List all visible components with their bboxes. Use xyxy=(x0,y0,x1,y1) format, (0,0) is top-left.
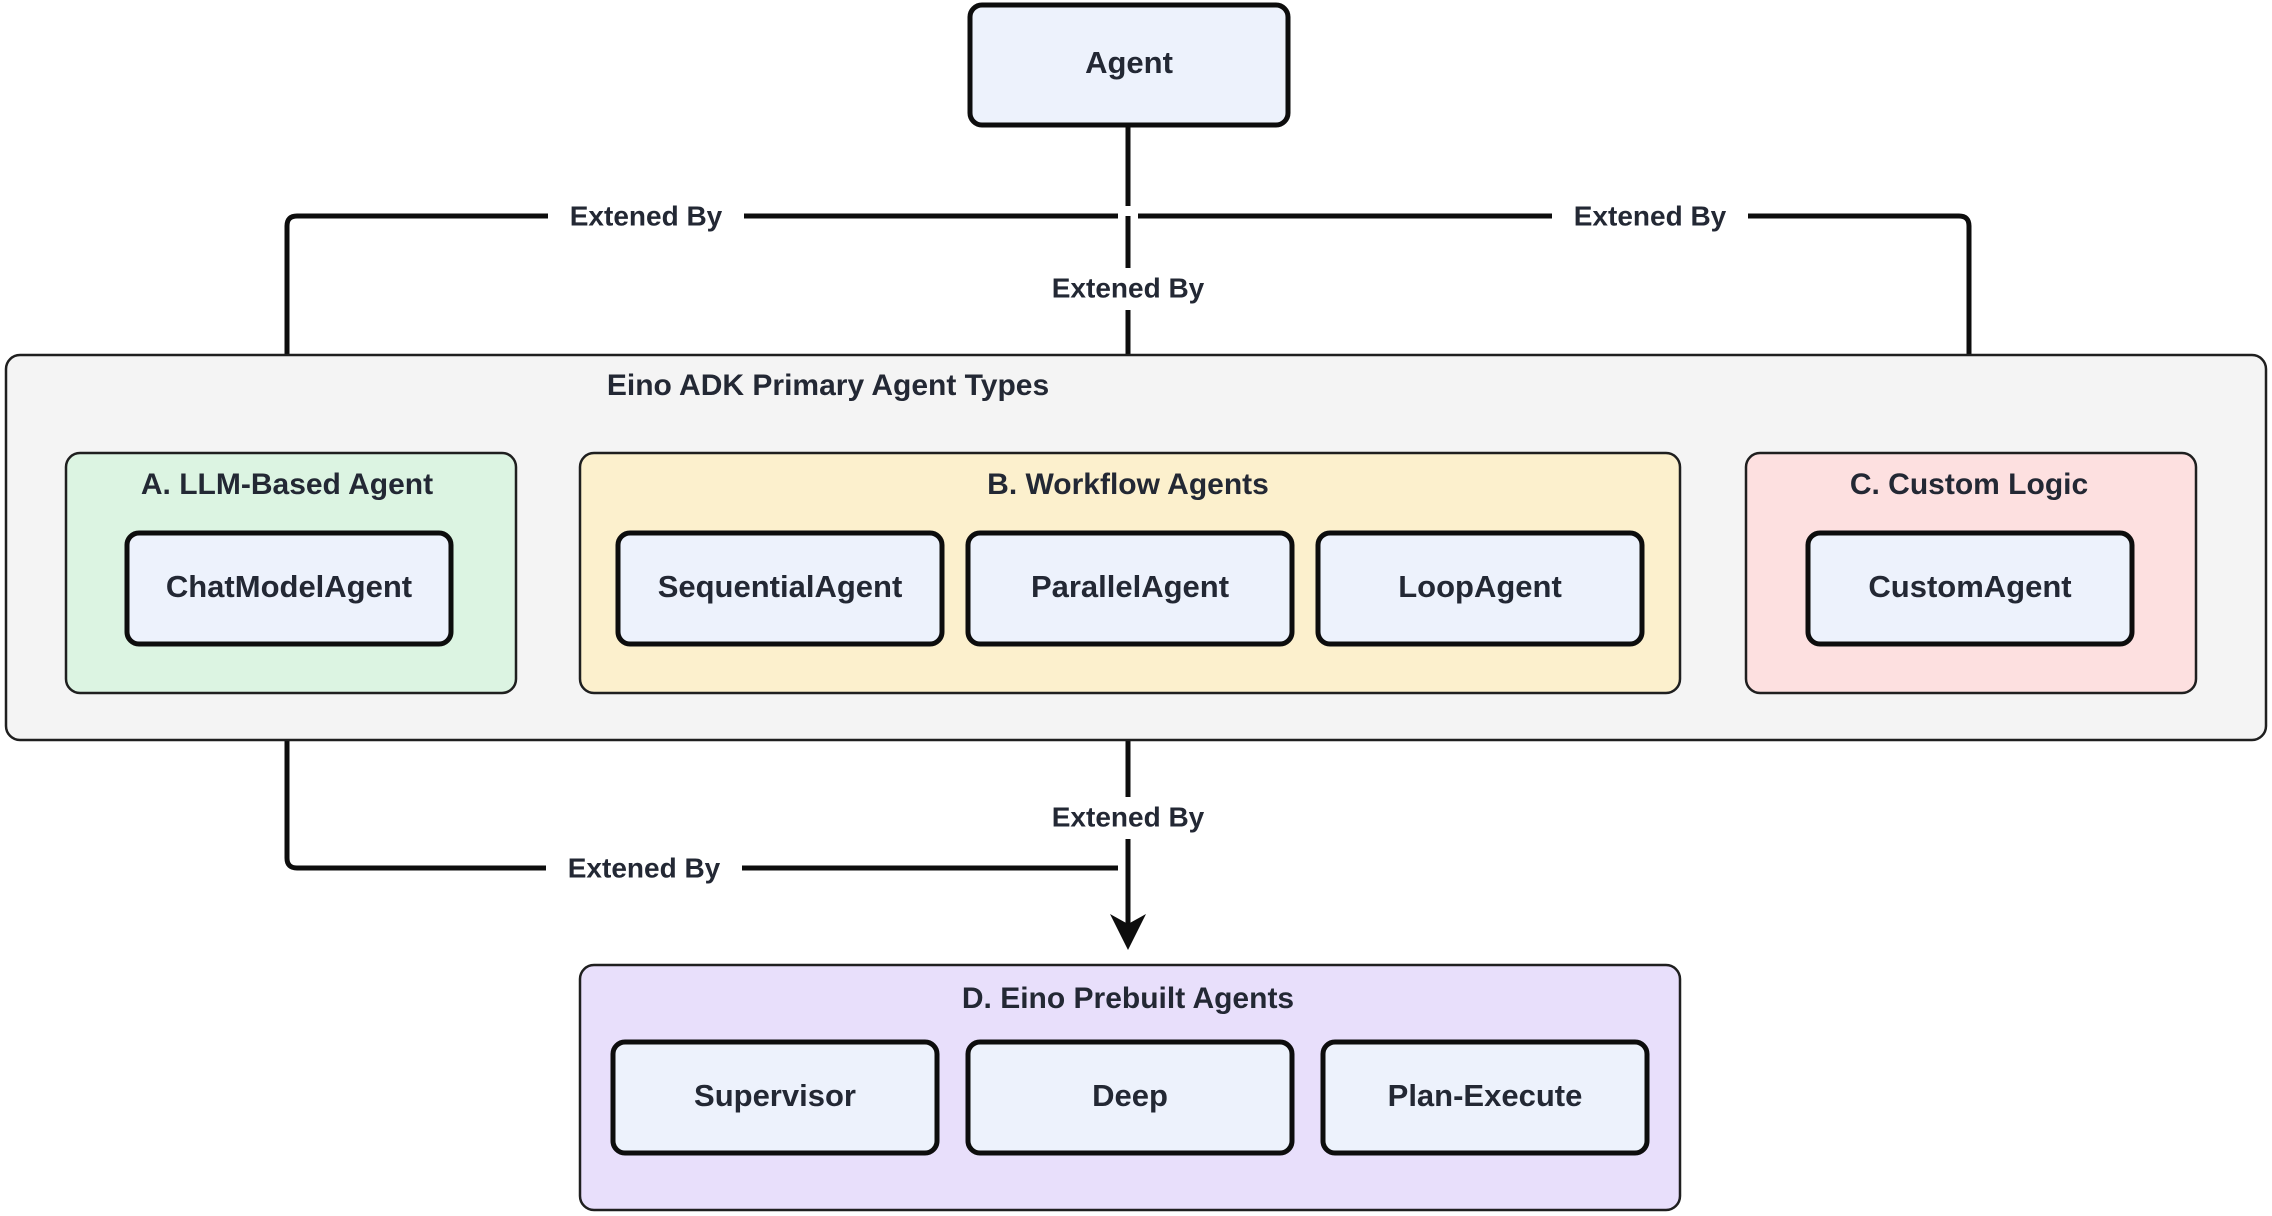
node-deep[interactable]: Deep xyxy=(965,1039,1295,1156)
node-plan-execute-rect[interactable] xyxy=(1320,1039,1650,1156)
cluster-primary-agent-types: Eino ADK Primary Agent Types A. LLM-Base… xyxy=(4,353,2268,742)
node-sequential-agent[interactable]: SequentialAgent xyxy=(615,530,945,647)
node-plan-execute[interactable]: Plan-Execute xyxy=(1320,1039,1650,1156)
node-agent-label: Agent xyxy=(1085,45,1173,80)
node-chat-model-agent-label: ChatModelAgent xyxy=(166,569,412,604)
node-plan-execute-label: Plan-Execute xyxy=(1388,1078,1583,1113)
node-loop-agent-rect[interactable] xyxy=(1315,530,1645,647)
edge-label-agent-to-custom: Extened By xyxy=(1574,200,1727,231)
node-loop-agent[interactable]: LoopAgent xyxy=(1315,530,1645,647)
node-deep-rect[interactable] xyxy=(965,1039,1295,1156)
node-agent-rect[interactable] xyxy=(967,2,1291,128)
node-supervisor-rect[interactable] xyxy=(610,1039,940,1156)
node-custom-agent-label: CustomAgent xyxy=(1868,569,2071,604)
cluster-workflow-label: B. Workflow Agents xyxy=(987,468,1269,501)
node-loop-agent-label: LoopAgent xyxy=(1398,569,1562,604)
edge-label-llm-to-prebuilt: Extened By xyxy=(568,852,721,883)
node-parallel-agent-rect[interactable] xyxy=(965,530,1295,647)
node-custom-agent[interactable]: CustomAgent xyxy=(1805,530,2135,647)
node-parallel-agent[interactable]: ParallelAgent xyxy=(965,530,1295,647)
cluster-llm-based-agent: A. LLM-Based Agent ChatModelAgent xyxy=(64,451,518,695)
node-supervisor[interactable]: Supervisor xyxy=(610,1039,940,1156)
cluster-llm-based-label: A. LLM-Based Agent xyxy=(141,468,433,501)
edge-labels-layer: Extened By Extened By Extened By Extened… xyxy=(546,196,1748,890)
node-chat-model-agent[interactable]: ChatModelAgent xyxy=(124,530,454,647)
edge-label-agent-to-workflow: Extened By xyxy=(1052,272,1205,303)
arrowhead-to-prebuilt xyxy=(1110,914,1146,950)
cluster-primary-label: Eino ADK Primary Agent Types xyxy=(607,369,1049,402)
edge-label-bg-agent-to-llm xyxy=(548,196,744,238)
edge-label-workflow-to-prebuilt: Extened By xyxy=(1052,801,1205,832)
edge-llm-based-to-prebuilt xyxy=(284,693,1118,871)
edge-label-bg-llm-to-prebuilt xyxy=(546,848,742,890)
node-deep-label: Deep xyxy=(1092,1078,1168,1113)
cluster-workflow-agents: B. Workflow Agents SequentialAgent Paral… xyxy=(578,451,1682,695)
cluster-prebuilt-agents: D. Eino Prebuilt Agents Supervisor Deep … xyxy=(578,963,1682,1212)
node-custom-agent-rect[interactable] xyxy=(1805,530,2135,647)
edge-label-bg-agent-to-workflow xyxy=(1030,268,1226,310)
edge-agent-to-llm-based xyxy=(284,213,1118,428)
node-agent[interactable]: Agent xyxy=(967,2,1291,128)
cluster-prebuilt-label: D. Eino Prebuilt Agents xyxy=(962,982,1294,1015)
node-supervisor-label: Supervisor xyxy=(694,1078,856,1113)
node-sequential-agent-rect[interactable] xyxy=(615,530,945,647)
node-parallel-agent-label: ParallelAgent xyxy=(1031,569,1229,604)
edge-label-bg-agent-to-custom xyxy=(1552,196,1748,238)
edge-agent-to-custom-logic xyxy=(1138,213,1972,428)
node-sequential-agent-label: SequentialAgent xyxy=(658,569,903,604)
edge-label-bg-workflow-to-prebuilt xyxy=(1030,797,1226,839)
node-chat-model-agent-rect[interactable] xyxy=(124,530,454,647)
cluster-custom-logic: C. Custom Logic CustomAgent xyxy=(1744,451,2198,695)
cluster-custom-logic-label: C. Custom Logic xyxy=(1850,468,2088,501)
edge-label-agent-to-llm: Extened By xyxy=(570,200,723,231)
